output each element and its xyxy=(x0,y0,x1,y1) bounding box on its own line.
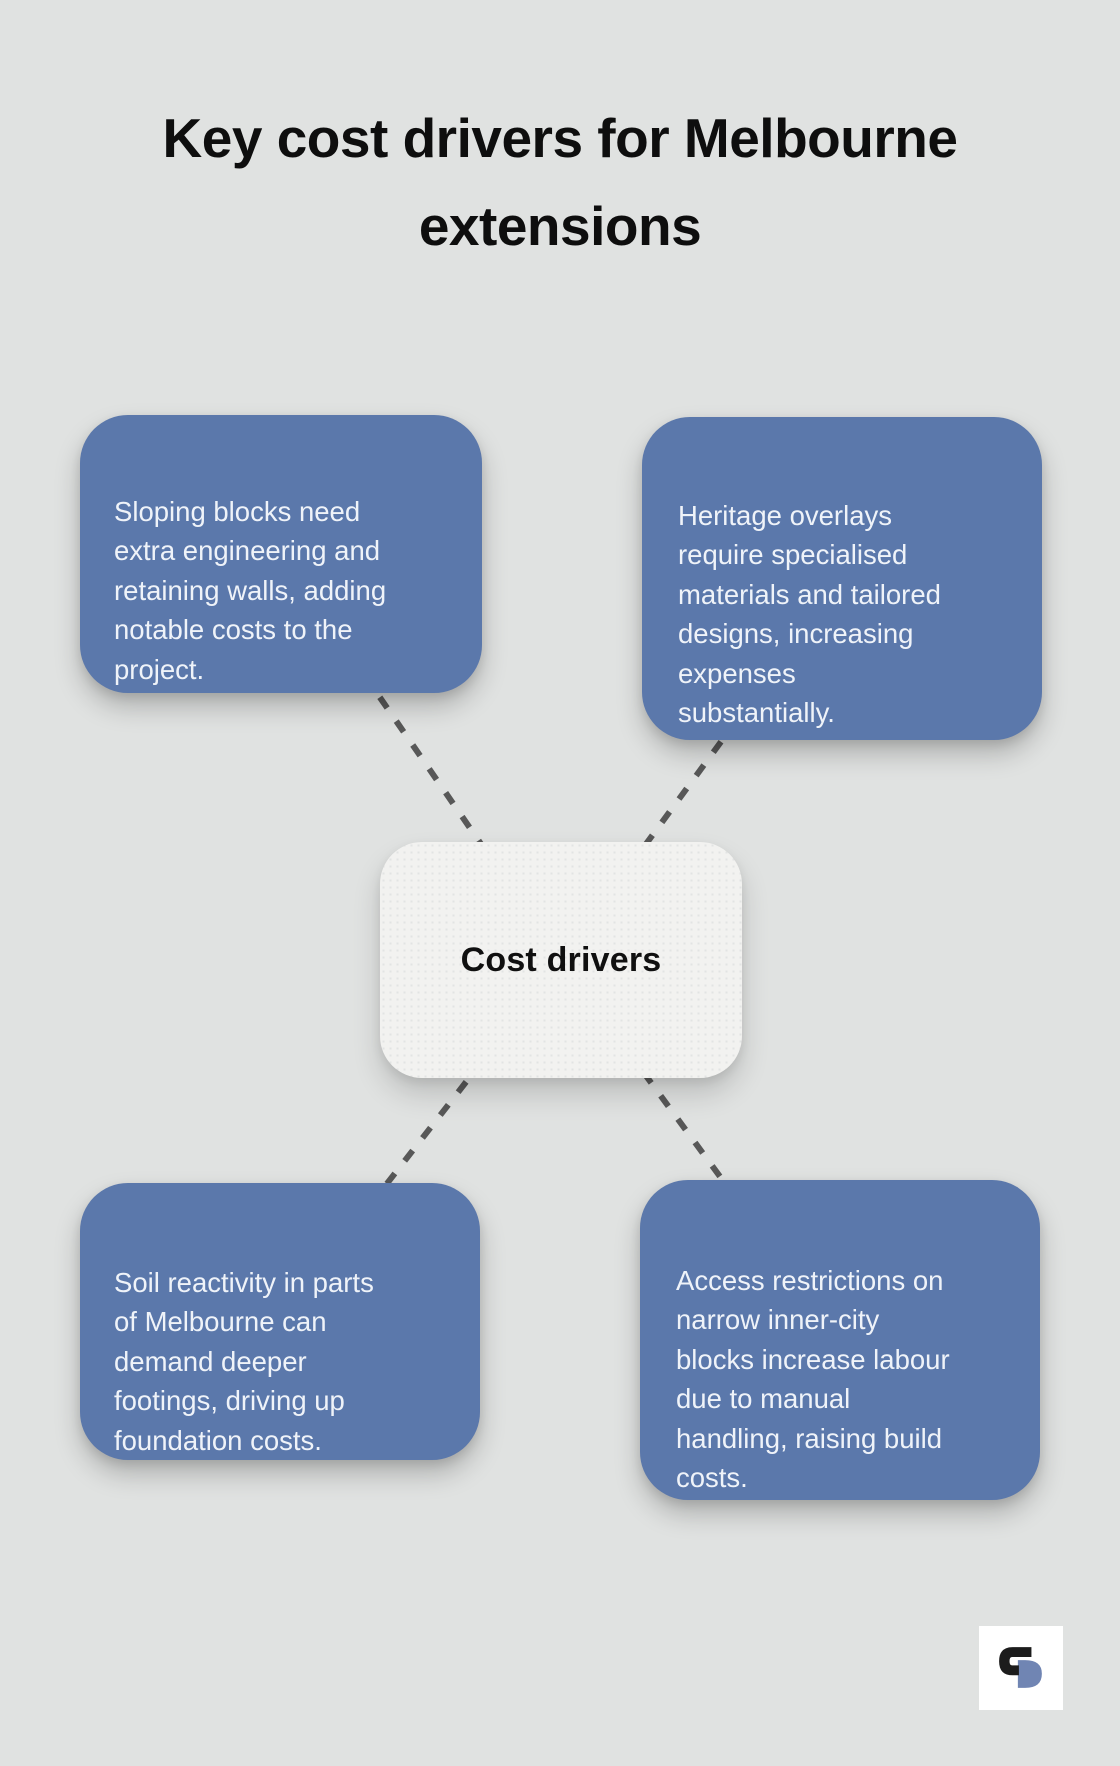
node-card-access-restrictions: Access restrictions on narrow inner-city… xyxy=(640,1180,1040,1500)
page-title: Key cost drivers for Melbourne extension… xyxy=(162,107,958,257)
node-text: Soil reactivity in parts of Melbourne ca… xyxy=(114,1266,374,1456)
center-node-cost-drivers: Cost drivers xyxy=(380,842,742,1078)
node-text: Heritage overlays require specialised ma… xyxy=(678,499,941,729)
node-text: Sloping blocks need extra engineering an… xyxy=(114,495,387,685)
node-card-heritage-overlays: Heritage overlays require specialised ma… xyxy=(642,417,1042,740)
brand-logo-icon xyxy=(999,1647,1044,1690)
connector-bottom-right xyxy=(558,958,843,1342)
connector-top-right xyxy=(558,576,844,962)
brand-logo xyxy=(979,1626,1063,1710)
node-text: Access restrictions on narrow inner-city… xyxy=(676,1264,950,1494)
center-node-label: Cost drivers xyxy=(460,940,662,979)
node-card-soil-reactivity: Soil reactivity in parts of Melbourne ca… xyxy=(80,1183,480,1460)
node-card-sloping-blocks: Sloping blocks need extra engineering an… xyxy=(80,415,482,693)
